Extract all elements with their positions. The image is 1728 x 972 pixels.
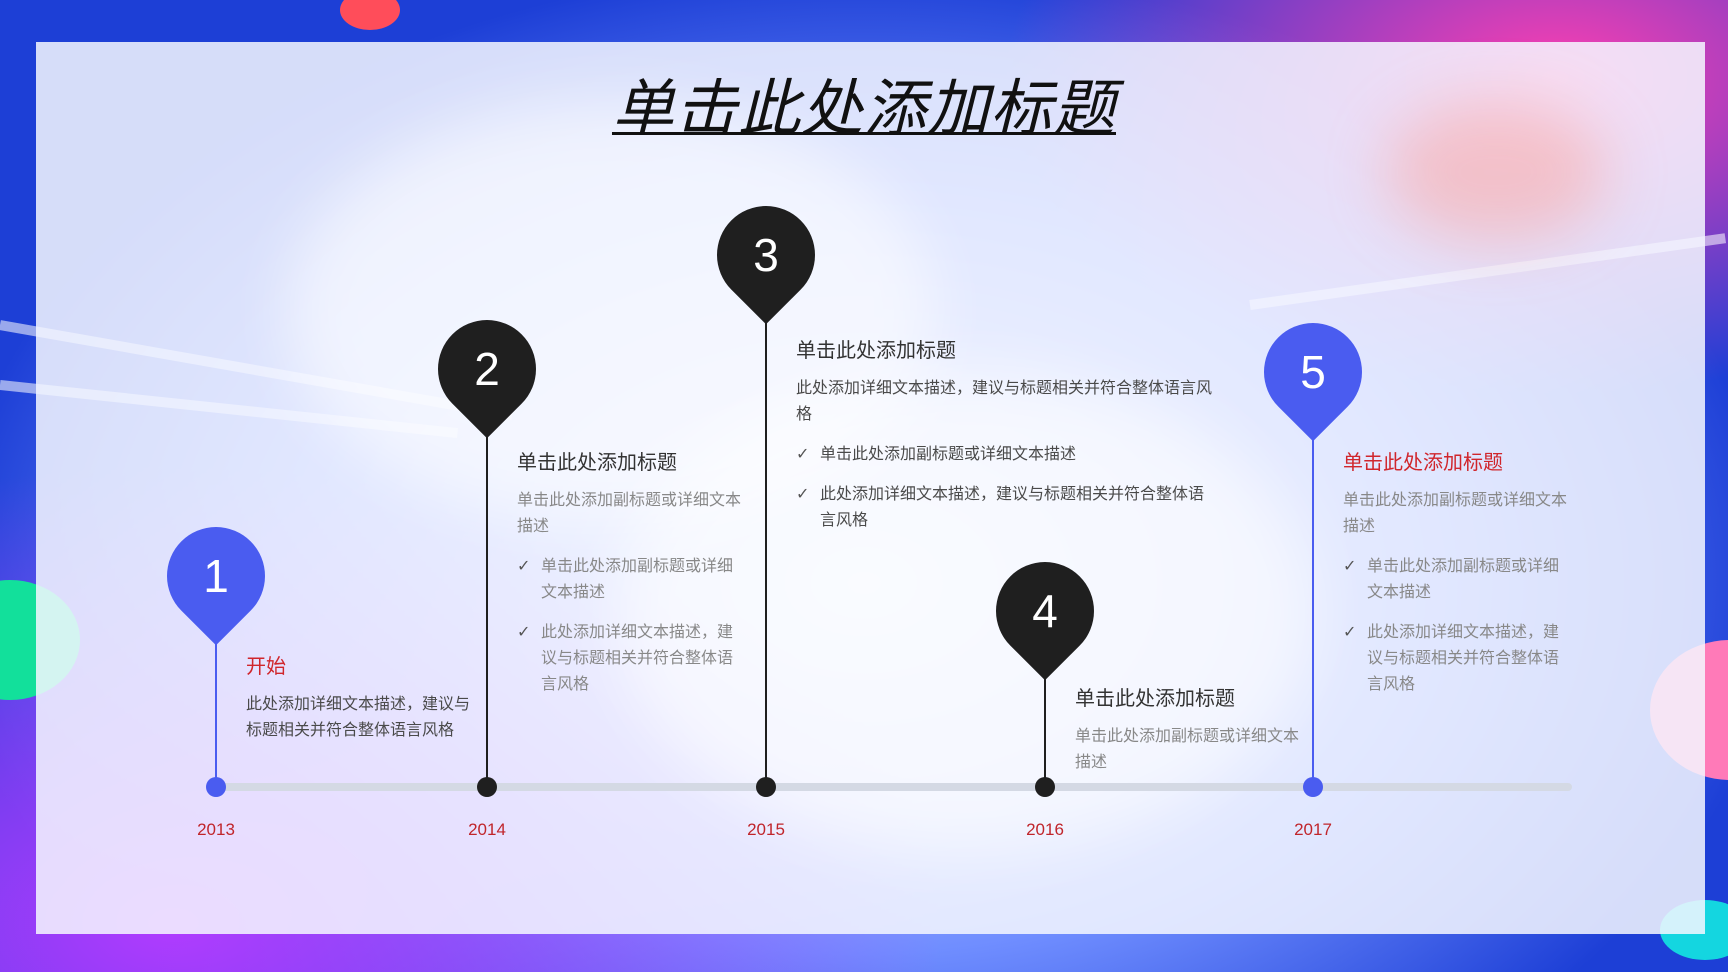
checklist-item: ✓ 此处添加详细文本描述，建议与标题相关并符合整体语言风格 — [1343, 619, 1573, 697]
milestone-pin-4[interactable]: 4 — [975, 541, 1115, 682]
check-icon: ✓ — [517, 622, 531, 641]
milestone-number: 3 — [753, 229, 779, 281]
milestone-description[interactable]: 单击此处添加副标题或详细文本描述 — [1075, 726, 1300, 771]
timeline-stem — [1044, 660, 1046, 787]
checklist-text[interactable]: 此处添加详细文本描述，建议与标题相关并符合整体语言风格 — [1367, 622, 1560, 693]
timeline-stem — [486, 418, 488, 787]
content-panel — [36, 42, 1705, 934]
milestone-text-block: 开始此处添加详细文本描述，建议与标题相关并符合整体语言风格 — [246, 650, 476, 743]
checklist-item: ✓ 单击此处添加副标题或详细文本描述 — [517, 553, 747, 605]
cloud-decor — [1386, 102, 1606, 242]
slide-title[interactable]: 单击此处添加标题 — [611, 72, 1116, 145]
timeline-year: 2016 — [1026, 820, 1064, 839]
timeline-stem — [765, 304, 767, 787]
timeline-stem — [215, 625, 217, 787]
timeline-dot — [1035, 777, 1055, 797]
milestone-number: 1 — [203, 550, 229, 602]
milestone-pin-2[interactable]: 2 — [417, 299, 557, 440]
checklist-text[interactable]: 单击此处添加副标题或详细文本描述 — [820, 444, 1077, 463]
checklist-item: ✓ 单击此处添加副标题或详细文本描述 — [1343, 553, 1573, 605]
checklist-text[interactable]: 此处添加详细文本描述，建议与标题相关并符合整体语言风格 — [820, 484, 1205, 529]
milestone-number: 5 — [1300, 346, 1326, 398]
milestone-number: 2 — [474, 343, 500, 395]
timeline-dot — [477, 777, 497, 797]
milestone-pin-3[interactable]: 3 — [696, 185, 836, 326]
milestone-heading[interactable]: 单击此处添加标题 — [517, 450, 677, 474]
milestone-description[interactable]: 此处添加详细文本描述，建议与标题相关并符合整体语言风格 — [796, 378, 1213, 423]
check-icon: ✓ — [1343, 622, 1357, 641]
milestone-description[interactable]: 单击此处添加副标题或详细文本描述 — [517, 490, 742, 535]
milestone-text-block: 单击此处添加标题单击此处添加副标题或详细文本描述 ✓ 单击此处添加副标题或详细文本描… — [1343, 446, 1573, 697]
check-icon: ✓ — [1343, 556, 1357, 575]
milestone-pin-1[interactable]: 1 — [146, 506, 286, 647]
checklist-text[interactable]: 单击此处添加副标题或详细文本描述 — [1367, 556, 1560, 601]
timeline-year: 2014 — [468, 820, 506, 839]
milestone-description[interactable]: 单击此处添加副标题或详细文本描述 — [1343, 490, 1568, 535]
timeline-dot — [1303, 777, 1323, 797]
check-icon: ✓ — [517, 556, 531, 575]
milestone-description[interactable]: 此处添加详细文本描述，建议与标题相关并符合整体语言风格 — [246, 694, 471, 739]
timeline-dot — [206, 777, 226, 797]
timeline-year: 2015 — [747, 820, 785, 839]
milestone-text-block: 单击此处添加标题单击此处添加副标题或详细文本描述 — [1075, 682, 1305, 775]
checklist-text[interactable]: 单击此处添加副标题或详细文本描述 — [541, 556, 734, 601]
milestone-text-block: 单击此处添加标题此处添加详细文本描述，建议与标题相关并符合整体语言风格 ✓ 单击此处… — [796, 334, 1216, 533]
timeline-year: 2013 — [197, 820, 235, 839]
milestone-heading[interactable]: 单击此处添加标题 — [1343, 450, 1503, 474]
checklist-item: ✓ 此处添加详细文本描述，建议与标题相关并符合整体语言风格 — [517, 619, 747, 697]
milestone-heading[interactable]: 单击此处添加标题 — [1075, 686, 1235, 710]
check-icon: ✓ — [796, 484, 810, 503]
milestone-heading[interactable]: 单击此处添加标题 — [796, 338, 956, 362]
check-icon: ✓ — [796, 444, 810, 463]
milestone-number: 4 — [1032, 585, 1058, 637]
timeline-year: 2017 — [1294, 820, 1332, 839]
checklist-item: ✓ 单击此处添加副标题或详细文本描述 — [796, 441, 1216, 467]
milestone-heading[interactable]: 开始 — [246, 654, 286, 678]
checklist-item: ✓ 此处添加详细文本描述，建议与标题相关并符合整体语言风格 — [796, 481, 1216, 533]
decor-blob — [340, 0, 400, 30]
timeline-dot — [756, 777, 776, 797]
checklist-text[interactable]: 此处添加详细文本描述，建议与标题相关并符合整体语言风格 — [541, 622, 734, 693]
timeline-stem — [1312, 421, 1314, 787]
milestone-text-block: 单击此处添加标题单击此处添加副标题或详细文本描述 ✓ 单击此处添加副标题或详细文本描… — [517, 446, 747, 697]
timeline-axis — [216, 783, 1572, 791]
milestone-pin-5[interactable]: 5 — [1243, 302, 1383, 443]
cloud-decor — [616, 372, 1316, 852]
